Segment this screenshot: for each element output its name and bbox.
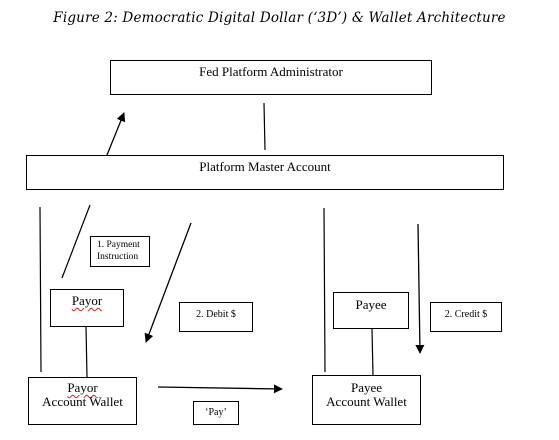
- payment-instruction-box: 1. Payment Instruction: [90, 236, 150, 267]
- payor-wallet-label-line1: Payor: [67, 380, 98, 395]
- debit-label: 2. Debit $: [196, 309, 236, 320]
- pay-arrow: [157, 384, 283, 394]
- payee-label: Payee: [355, 297, 387, 312]
- payor-box: Payor: [50, 289, 124, 327]
- payor-to-wallet-line: [85, 326, 88, 378]
- master-to-admin-arrow: [106, 112, 126, 156]
- payee-account-wallet-box: Payee Account Wallet: [312, 375, 421, 425]
- payment-instruction-label-line2: Instruction: [97, 252, 139, 262]
- platform-master-account-box: Platform Master Account: [26, 155, 504, 190]
- right-rail-line: [323, 207, 326, 373]
- payee-wallet-label-line1: Payee: [350, 380, 383, 395]
- admin-to-master-line: [263, 102, 266, 151]
- debit-arrow: [144, 222, 192, 343]
- platform-master-account-label: Platform Master Account: [199, 159, 331, 174]
- payor-label: Payor: [71, 293, 103, 308]
- credit-box: 2. Credit $: [430, 302, 502, 332]
- payor-wallet-label-line2: Account Wallet: [42, 394, 123, 409]
- pay-label-box: ‘Pay’: [193, 401, 239, 425]
- figure-title: Figure 2: Democratic Digital Dollar (‘3D…: [53, 10, 506, 26]
- pay-label: ‘Pay’: [205, 407, 227, 418]
- debit-box: 2. Debit $: [179, 302, 253, 332]
- payment-instruction-arrow-line: [61, 204, 91, 279]
- payment-instruction-label-line1: 1. Payment: [97, 240, 140, 250]
- payee-wallet-label-line2: Account Wallet: [326, 394, 407, 409]
- credit-label: 2. Credit $: [444, 309, 488, 320]
- payee-to-wallet-line: [371, 328, 374, 376]
- credit-arrow: [415, 223, 425, 354]
- payee-box: Payee: [333, 292, 409, 329]
- fed-platform-administrator-box: Fed Platform Administrator: [110, 60, 432, 95]
- fed-platform-administrator-label: Fed Platform Administrator: [199, 64, 343, 79]
- left-rail-line: [39, 206, 42, 373]
- payor-account-wallet-box: Payor Account Wallet: [28, 377, 137, 425]
